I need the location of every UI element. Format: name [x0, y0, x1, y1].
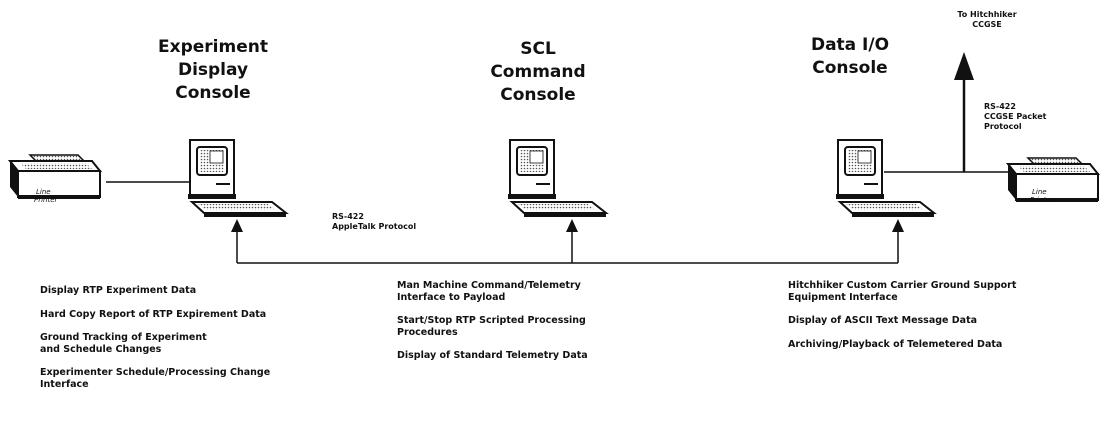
experiment-title-line-1: Experiment [158, 37, 268, 57]
scl-title-line-2: Command [490, 62, 586, 82]
experiment-feature-list: Display RTP Experiment Data Hard Copy Re… [40, 285, 310, 402]
scl-feature-line: Man Machine Command/Telemetry [397, 280, 581, 291]
data-io-feature-item: Hitchhiker Custom Carrier Ground Support… [788, 280, 1088, 303]
experiment-feature-line: Experimenter Schedule/Processing Change [40, 367, 271, 378]
uplink-arrow [954, 52, 974, 80]
scl-feature-item: Display of Standard Telemetry Data [397, 350, 667, 362]
line-printer-left-label-line-1: Line [36, 188, 51, 196]
experiment-console-computer [187, 139, 287, 218]
uplink-destination-line-1: To Hitchhiker [957, 10, 1017, 19]
experiment-feature-line: and Schedule Changes [40, 343, 162, 355]
experiment-feature-line: Hard Copy Report of RTP Expirement Data [40, 308, 267, 320]
uplink-protocol-line-1: RS-422 [984, 102, 1016, 111]
experiment-feature-item: Hard Copy Report of RTP Expirement Data [40, 309, 310, 321]
bus-arrow-data-io [892, 219, 904, 232]
bus-protocol-label: RS-422 AppleTalk Protocol [332, 212, 416, 232]
scl-feature-line: Display of Standard Telemetry Data [397, 350, 588, 361]
scl-feature-list: Man Machine Command/Telemetry Interface … [397, 280, 667, 374]
data-io-feature-list: Hitchhiker Custom Carrier Ground Support… [788, 280, 1088, 362]
scl-feature-line: Start/Stop RTP Scripted Processing [397, 315, 586, 326]
data-io-feature-line: Equipment Interface [788, 291, 898, 303]
experiment-feature-line: Ground Tracking of Experiment [40, 332, 207, 343]
data-io-title-line-2: Console [812, 58, 888, 78]
experiment-feature-line: Display RTP Experiment Data [40, 285, 197, 296]
bus-arrow-scl [566, 219, 578, 232]
uplink-protocol-label: RS-422 CCGSE Packet Protocol [984, 102, 1046, 132]
line-printer-right-label-line-1: Line [1032, 188, 1047, 196]
scl-feature-item: Start/Stop RTP Scripted Processing Proce… [397, 315, 667, 338]
scl-title-line-1: SCL [520, 39, 556, 59]
uplink-protocol-line-3: Protocol [984, 122, 1022, 131]
data-io-title-line-1: Data I/O [810, 35, 890, 55]
scl-console-computer [507, 139, 607, 218]
bus-protocol-line-1: RS-422 [332, 212, 364, 221]
scl-console-title: SCL Command Console [478, 38, 598, 107]
data-io-feature-item: Archiving/Playback of Telemetered Data [788, 339, 1088, 351]
scl-feature-line: Interface to Payload [397, 291, 506, 303]
experiment-title-line-2: Display [177, 60, 249, 80]
uplink-destination-line-2: CCGSE [972, 20, 1002, 29]
experiment-feature-item: Display RTP Experiment Data [40, 285, 310, 297]
bus-arrow-experiment [231, 219, 243, 232]
experiment-title-line-3: Console [175, 83, 251, 103]
data-io-feature-line: Archiving/Playback of Telemetered Data [788, 338, 1003, 350]
line-printer-left-label-line-2: Printer [34, 196, 58, 204]
data-io-feature-item: Display of ASCII Text Message Data [788, 315, 1088, 327]
data-io-feature-line: Hitchhiker Custom Carrier Ground Support [788, 280, 1017, 291]
uplink-protocol-line-2: CCGSE Packet [984, 112, 1047, 121]
experiment-feature-line: Interface [40, 378, 89, 390]
scl-feature-line: Procedures [397, 326, 458, 338]
uplink-destination-label: To Hitchhiker CCGSE [952, 10, 1022, 30]
scl-feature-item: Man Machine Command/Telemetry Interface … [397, 280, 667, 303]
experiment-feature-item: Experimenter Schedule/Processing Change … [40, 367, 310, 390]
data-io-feature-line: Display of ASCII Text Message Data [788, 315, 978, 326]
experiment-console-title: Experiment Display Console [138, 36, 288, 105]
scl-title-line-3: Console [500, 85, 576, 105]
line-printer-right-label: Line Printer [1030, 188, 1054, 204]
experiment-feature-item: Ground Tracking of Experiment and Schedu… [40, 332, 310, 355]
data-io-console-title: Data I/O Console [790, 34, 910, 80]
line-printer-right-label-line-2: Printer [1030, 196, 1054, 204]
data-io-console-computer [835, 139, 935, 218]
bus-protocol-line-2: AppleTalk Protocol [332, 222, 417, 231]
line-printer-left-label: Line Printer [34, 188, 58, 204]
